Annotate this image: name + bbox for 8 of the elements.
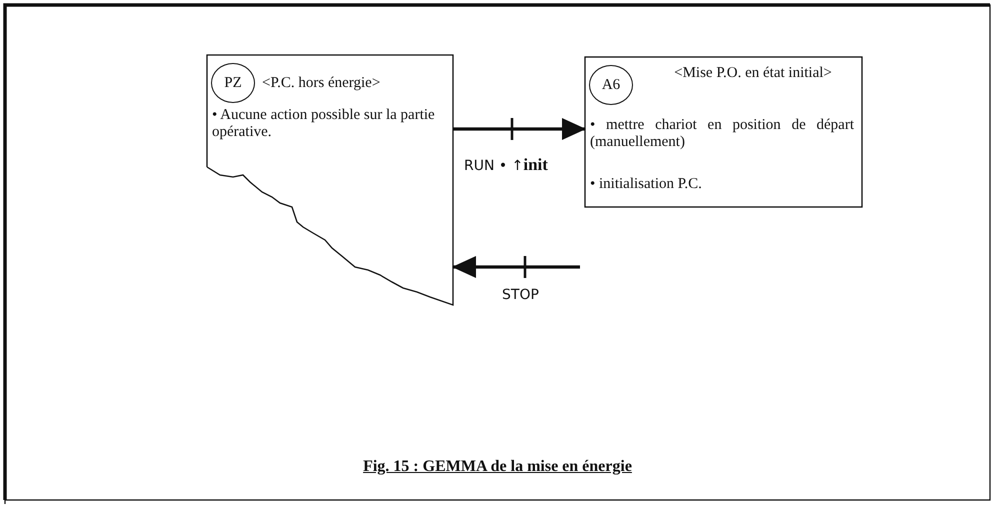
arrow — [453, 118, 586, 140]
state-action: • Aucune action possible sur la partie opérative. — [212, 107, 436, 142]
arrow — [452, 256, 580, 278]
state-action: • mettre chariot en position de départ (manuellement) — [590, 117, 854, 152]
state-title: <Mise P.O. en état initial> — [673, 65, 833, 82]
state-action: • initialisation P.C. — [590, 176, 703, 194]
figure-caption: Fig. 15 : GEMMA de la mise en énergie — [363, 458, 632, 475]
state-title: <P.C. hors énergie> — [262, 75, 382, 92]
